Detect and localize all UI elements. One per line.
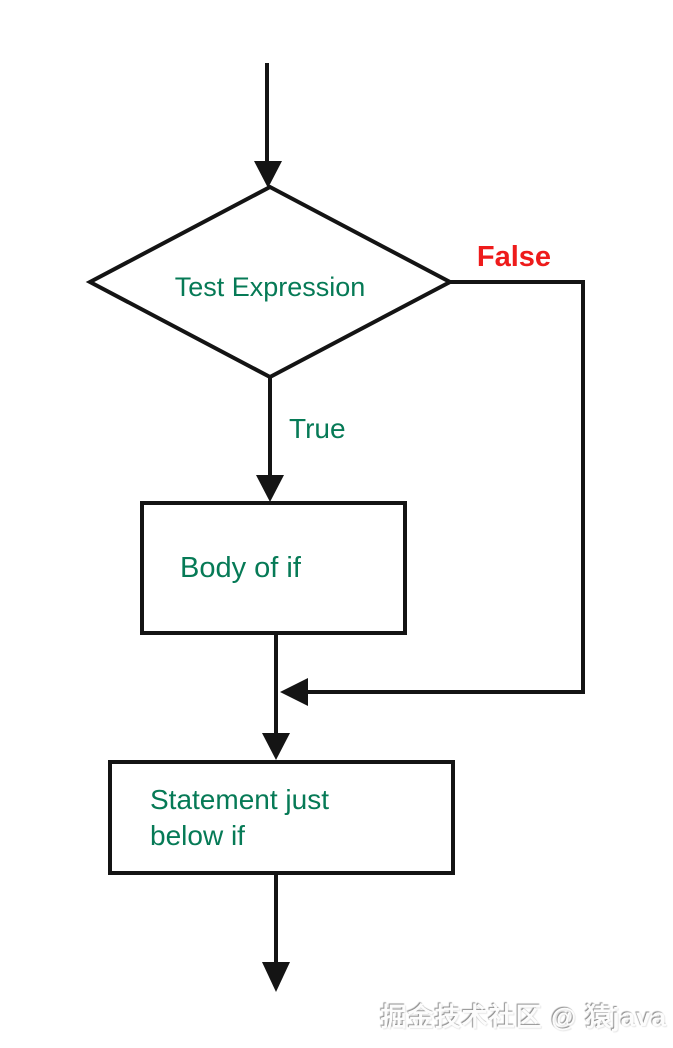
statement-label-line2: below if	[150, 819, 245, 851]
false-edge-label: False	[476, 241, 552, 273]
false-branch-line	[306, 280, 585, 694]
decision-label: Test Expression	[174, 272, 366, 302]
body-of-if-label: Body of if	[180, 551, 301, 584]
true-arrowhead-icon	[256, 475, 284, 502]
true-edge-label: True	[289, 413, 346, 444]
entry-arrowhead-icon	[254, 161, 282, 188]
statement-label-line1: Statement just	[150, 783, 329, 815]
body-of-if-box	[140, 501, 407, 635]
statement-box	[108, 760, 455, 875]
statement-label: Statement just below if	[110, 762, 453, 873]
watermark-text: 掘金技术社区 @ 猿java	[380, 1002, 667, 1032]
false-arrowhead-icon	[280, 678, 308, 706]
exit-arrowhead-icon	[262, 962, 290, 992]
merge-arrowhead-icon	[262, 733, 290, 760]
